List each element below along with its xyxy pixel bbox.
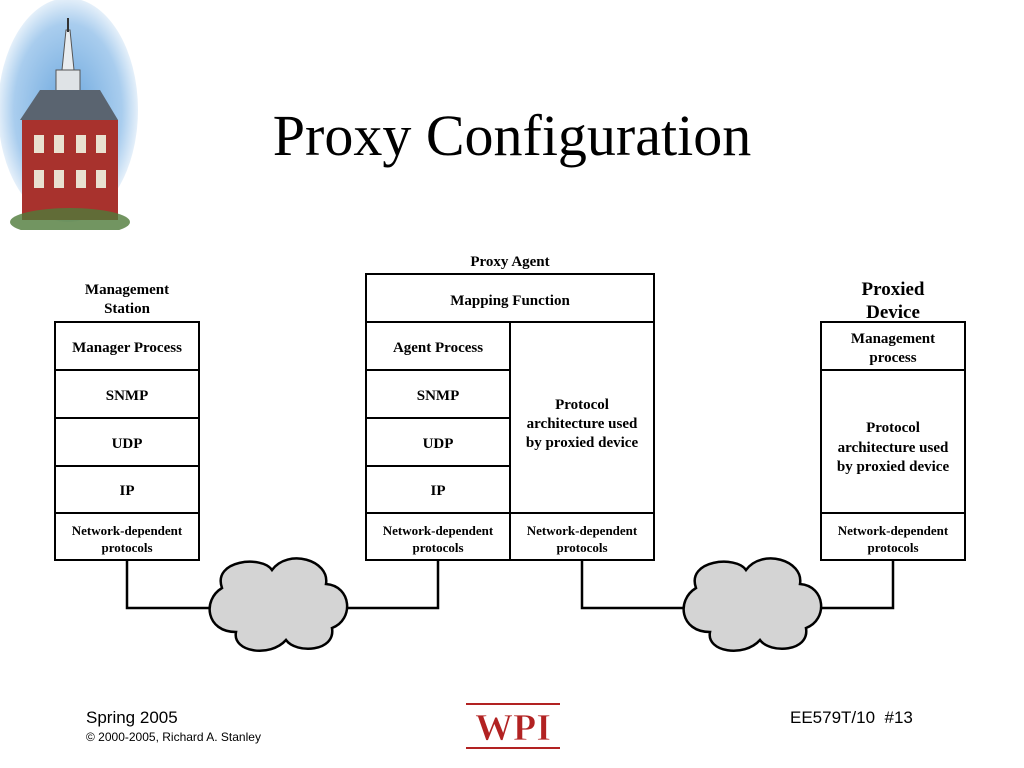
manager-process-layer: Manager Process <box>72 340 182 356</box>
proxy-protocol-architecture: by proxied device <box>526 435 639 451</box>
proxy-protocol-architecture: Protocol <box>555 397 609 413</box>
footer-copyright: © 2000-2005, Richard A. Stanley <box>86 730 261 744</box>
proxy-protocol-architecture: architecture used <box>527 416 638 432</box>
udp-layer: UDP <box>112 436 143 452</box>
snmp-layer: SNMP <box>417 388 460 404</box>
proxy-agent-stack <box>365 273 655 561</box>
network-cloud-left <box>208 557 349 652</box>
ip-layer: IP <box>431 483 446 499</box>
management-process-layer: Management <box>851 331 935 347</box>
management-station-title: Station <box>104 301 151 317</box>
network-dependent-protocols: Network-dependent <box>838 523 949 538</box>
proxied-device-title: Proxied <box>862 279 925 300</box>
device-protocol-architecture: by proxied device <box>837 459 950 475</box>
network-dependent-protocols: protocols <box>556 540 607 555</box>
footer-course-slide-number: EE579T/10 #13 <box>790 708 913 727</box>
snmp-layer: SNMP <box>106 388 149 404</box>
slide-title: Proxy Configuration <box>272 103 752 168</box>
campus-tower-image <box>0 0 138 230</box>
management-process-layer: process <box>869 350 916 366</box>
network-dependent-protocols: protocols <box>101 540 152 555</box>
network-dependent-protocols: protocols <box>867 540 918 555</box>
mapping-function: Mapping Function <box>450 293 570 309</box>
network-dependent-protocols: Network-dependent <box>383 523 494 538</box>
network-dependent-protocols: protocols <box>412 540 463 555</box>
proxy-agent-title: Proxy Agent <box>470 254 549 270</box>
wpi-logo-text: WPI <box>475 707 551 749</box>
device-protocol-architecture: Protocol <box>866 420 920 436</box>
network-cloud-right <box>682 557 823 652</box>
agent-process-layer: Agent Process <box>393 340 483 356</box>
network-dependent-protocols: Network-dependent <box>527 523 638 538</box>
ip-layer: IP <box>120 483 135 499</box>
device-protocol-architecture: architecture used <box>838 440 949 456</box>
network-dependent-protocols: Network-dependent <box>72 523 183 538</box>
udp-layer: UDP <box>423 436 454 452</box>
footer-term: Spring 2005 <box>86 708 178 727</box>
proxied-device-title: Device <box>866 302 920 323</box>
wpi-logo: WPI <box>466 703 560 749</box>
management-station-title: Management <box>85 282 169 298</box>
